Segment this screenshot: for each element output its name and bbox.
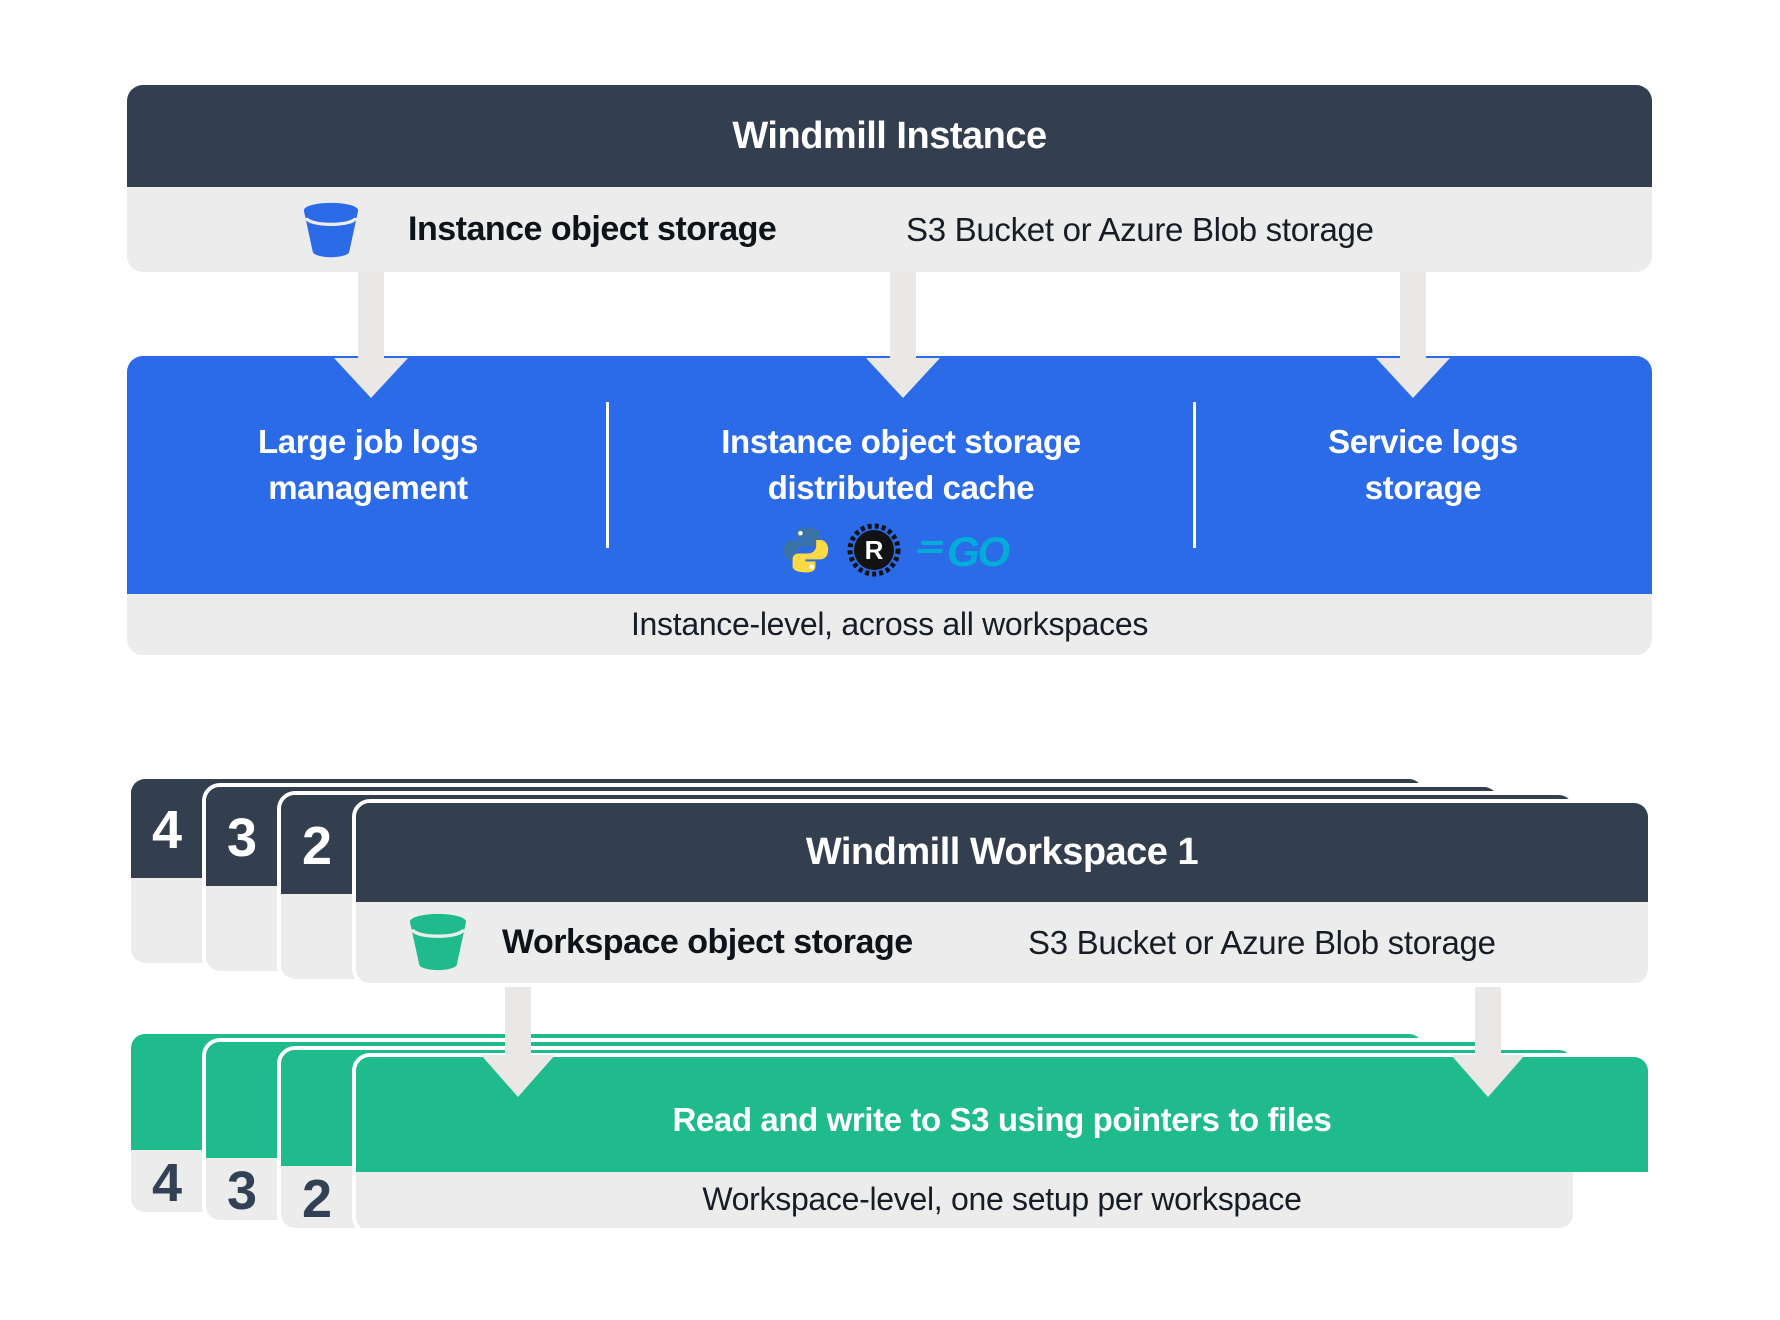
divider xyxy=(1193,402,1196,548)
feature-large-job-logs: Large job logs management xyxy=(258,423,478,506)
bucket-icon xyxy=(303,202,359,258)
workspace-storage-sublabel: S3 Bucket or Azure Blob storage xyxy=(1028,924,1496,961)
workspace-header: Windmill Workspace 1 xyxy=(356,803,1648,902)
arrow-down-icon xyxy=(334,272,408,398)
feature-distributed-cache: Instance object storage distributed cach… xyxy=(721,423,1081,506)
workspace-number: 2 xyxy=(301,816,333,876)
python-logo xyxy=(783,527,829,573)
workspace-number: 3 xyxy=(226,1161,258,1221)
workspace-storage-row: Workspace object storage S3 Bucket or Az… xyxy=(356,902,1648,983)
workspace-number: 4 xyxy=(151,800,183,860)
instance-caption: Instance-level, across all workspaces xyxy=(630,606,1149,642)
instance-features-panel: Large job logs management Instance objec… xyxy=(127,356,1652,594)
instance-header: Windmill Instance xyxy=(127,85,1652,187)
rust-logo: R xyxy=(847,523,901,577)
svg-text:GO: GO xyxy=(947,528,1010,573)
go-logo: GO xyxy=(917,528,1012,573)
instance-title: Windmill Instance xyxy=(732,114,1047,157)
windmill-workspace-card: Windmill Workspace 1 Workspace object st… xyxy=(352,799,1652,987)
s3-read-write-card: Read and write to S3 using pointers to f… xyxy=(352,1053,1652,1235)
divider xyxy=(606,402,609,548)
arrow-down-icon xyxy=(1376,272,1450,398)
workspace-caption: Workspace-level, one setup per workspace xyxy=(702,1181,1302,1217)
arrow-down-icon xyxy=(866,272,940,398)
language-logos: R GO xyxy=(781,519,1021,581)
svg-text:R: R xyxy=(865,535,884,565)
workspace-number: 2 xyxy=(301,1169,333,1229)
s3-action-panel: Read and write to S3 using pointers to f… xyxy=(356,1057,1648,1172)
bucket-icon xyxy=(409,913,467,971)
instance-features-box: Large job logs management Instance objec… xyxy=(127,356,1652,655)
workspace-storage-label: Workspace object storage xyxy=(502,923,913,961)
arrow-down-icon xyxy=(1451,987,1525,1097)
windmill-instance-card: Windmill Instance Instance object storag… xyxy=(127,85,1652,272)
instance-storage-row: Instance object storage S3 Bucket or Azu… xyxy=(127,187,1652,272)
s3-action-title: Read and write to S3 using pointers to f… xyxy=(672,1101,1332,1138)
instance-storage-label: Instance object storage xyxy=(408,210,777,248)
feature-service-logs: Service logs storage xyxy=(1328,423,1518,506)
arrow-down-icon xyxy=(481,987,555,1097)
workspace-title: Windmill Workspace 1 xyxy=(805,831,1199,873)
instance-storage-sublabel: S3 Bucket or Azure Blob storage xyxy=(906,211,1374,248)
workspace-number: 3 xyxy=(226,808,258,868)
workspace-number: 4 xyxy=(151,1153,183,1213)
